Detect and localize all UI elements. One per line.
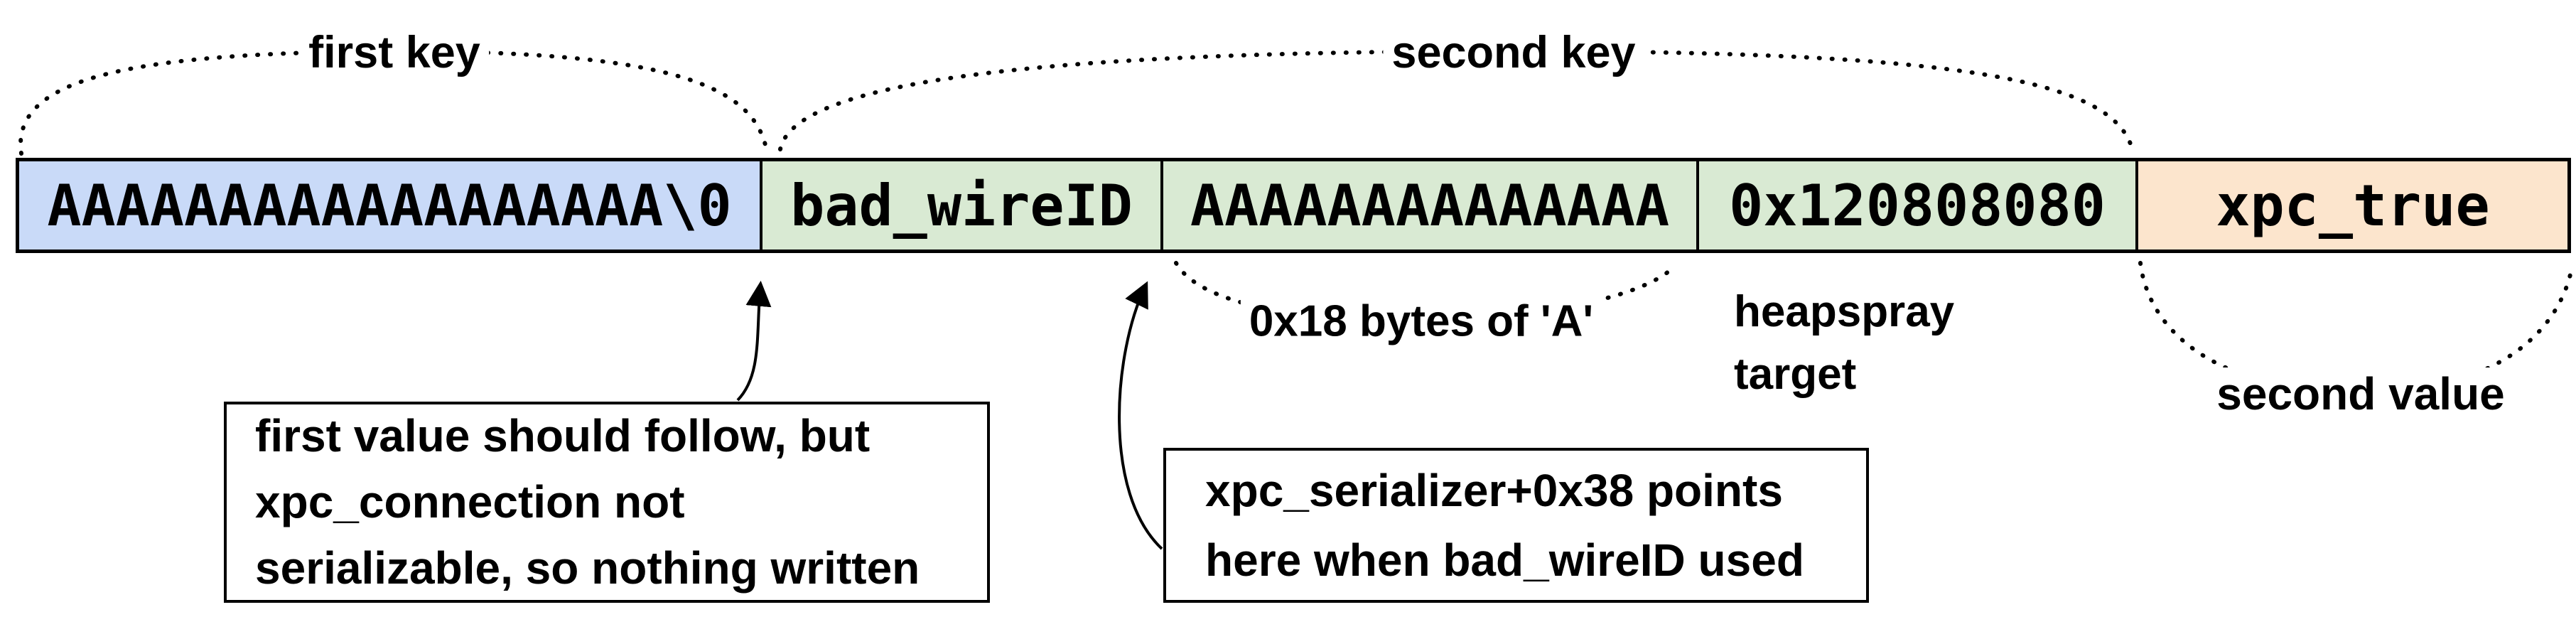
- callout-xpc-serializer-line1: xpc_serializer+0x38 points: [1205, 465, 1783, 516]
- callout-first-value-line3: serializable, so nothing written: [255, 542, 920, 594]
- label-bytes-of-a: 0x18 bytes of 'A': [1240, 296, 1602, 347]
- cell-first-key-string: AAAAAAAAAAAAAAAAAA\0: [19, 161, 762, 250]
- callout-xpc-serializer-line2: here when bad_wireID used: [1205, 535, 1804, 586]
- cell-bad-wireid: bad_wireID: [762, 161, 1163, 250]
- label-first-key: first key: [300, 27, 489, 78]
- memory-row: AAAAAAAAAAAAAAAAAA\0 bad_wireID AAAAAAAA…: [16, 158, 2571, 253]
- label-second-value: second value: [2208, 367, 2513, 420]
- label-heapspray-line1: heapspray: [1734, 287, 1955, 336]
- label-second-key: second key: [1383, 27, 1644, 78]
- callout-first-value-line2: xpc_connection not: [255, 476, 685, 527]
- first-value-callout-arrow: [736, 280, 772, 402]
- xpc-serializer-callout-arrow: [1118, 281, 1163, 550]
- cell-xpc-true: xpc_true: [2138, 161, 2567, 250]
- cell-a-padding: AAAAAAAAAAAAAA: [1163, 161, 1699, 250]
- callout-xpc-serializer: xpc_serializer+0x38 points here when bad…: [1163, 448, 1869, 603]
- callout-first-value: first value should follow, but xpc_conne…: [224, 402, 990, 603]
- label-heapspray-line2: target: [1734, 350, 1857, 399]
- callout-first-value-line1: first value should follow, but: [255, 410, 871, 461]
- cell-heapspray-address: 0x120808080: [1699, 161, 2138, 250]
- label-heapspray-target: heapspray target: [1734, 281, 1954, 406]
